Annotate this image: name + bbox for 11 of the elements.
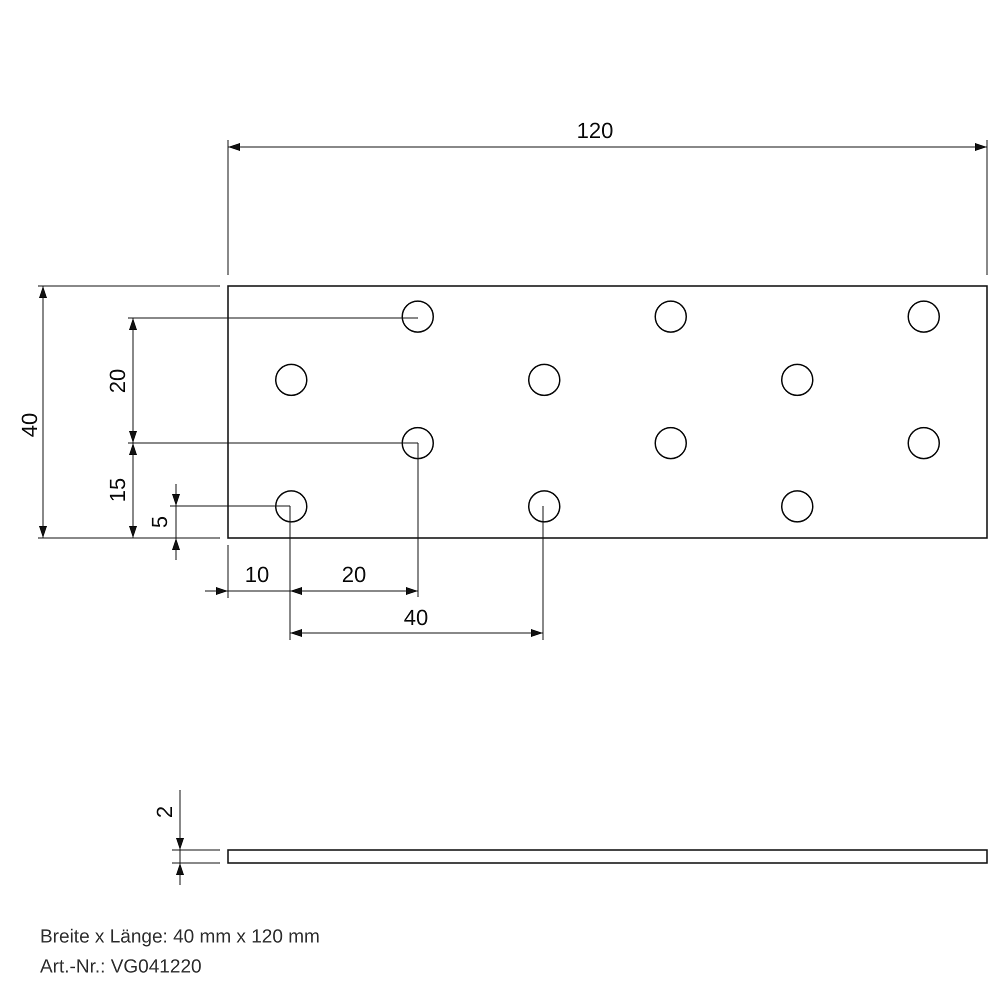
dimension-label: 2 [154, 806, 176, 818]
dimension-label: 120 [576, 120, 614, 142]
dimension-label: 40 [19, 412, 41, 438]
dimension-label: 40 [404, 607, 428, 629]
dimension-label: 15 [107, 478, 129, 502]
article-number-text: Art.-Nr.: VG041220 [40, 958, 202, 976]
dimension-label: 5 [149, 516, 171, 528]
dimension-label: 10 [244, 564, 270, 586]
dimension-label: 20 [107, 368, 129, 394]
dimension-label: 20 [342, 564, 366, 586]
caption-text: Breite x Länge: 40 mm x 120 mm [40, 928, 320, 946]
